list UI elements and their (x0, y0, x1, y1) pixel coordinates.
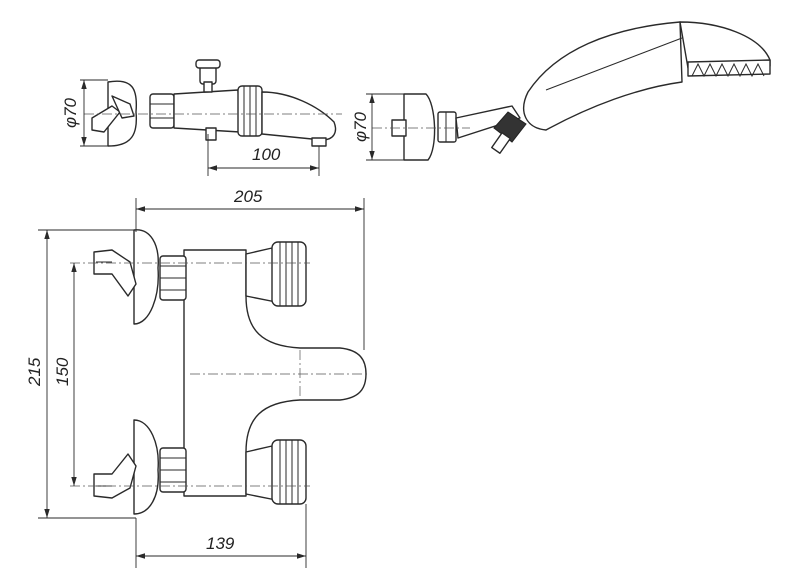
total-height-label: 215 (25, 357, 44, 387)
spout-length-label: 100 (252, 145, 281, 164)
side-diameter-label: φ70 (351, 111, 370, 142)
hand-shower-view (366, 21, 771, 161)
front-diameter-label: φ70 (61, 97, 80, 128)
inlet-spacing-label: 150 (53, 357, 72, 386)
mixer-side-view (80, 59, 342, 176)
outlet-reach-label: 139 (206, 534, 235, 553)
total-width-label: 205 (233, 187, 263, 206)
mixer-front-view (38, 198, 370, 568)
